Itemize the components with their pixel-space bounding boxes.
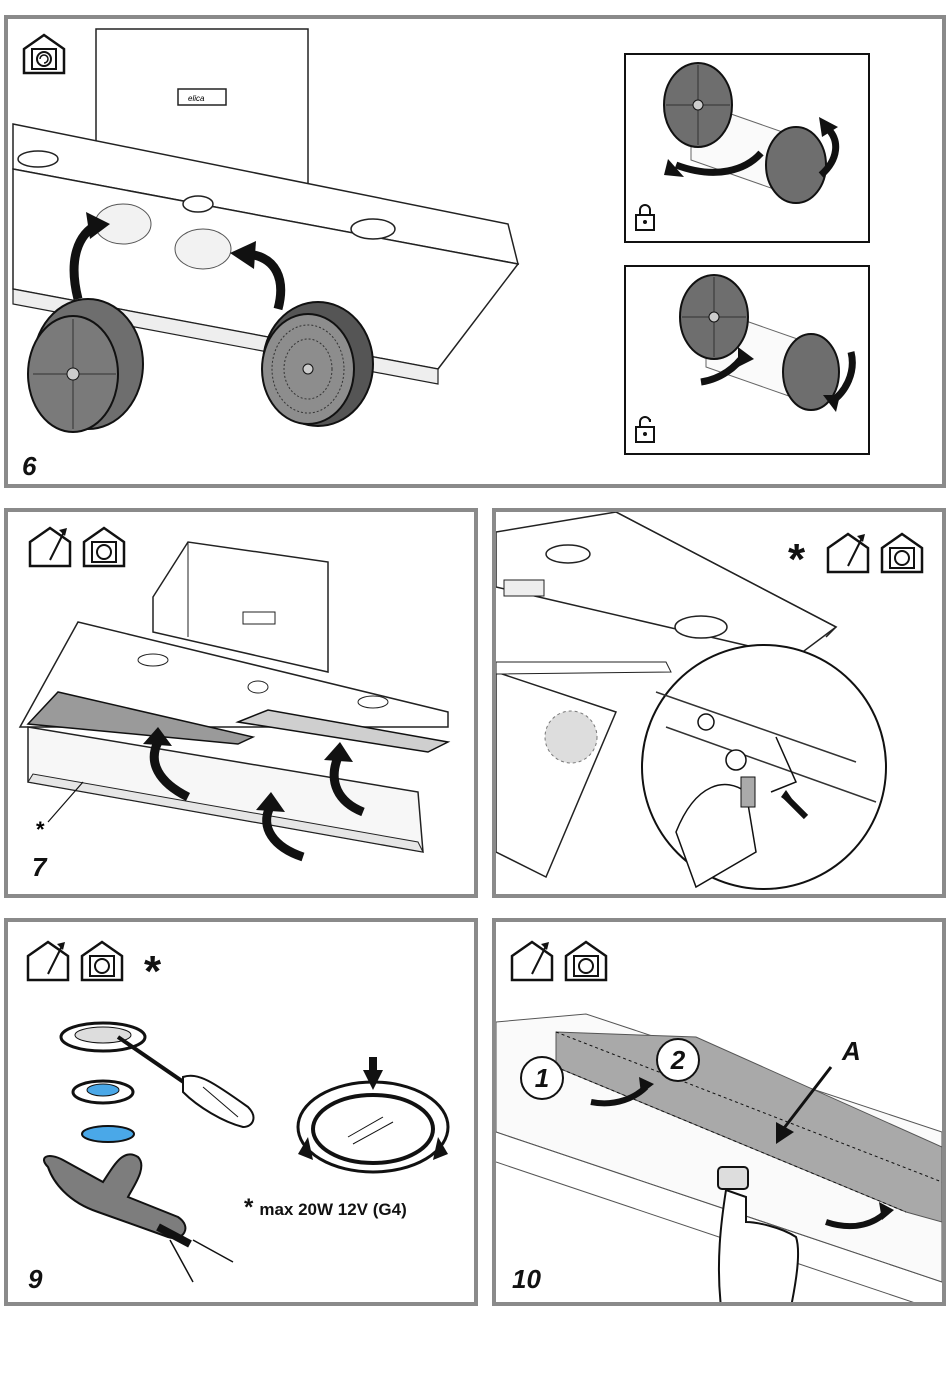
- note-asterisk: *: [244, 1194, 253, 1221]
- note-text: max 20W 12V (G4): [259, 1200, 406, 1219]
- step-9-illustration: [8, 922, 474, 1302]
- step-10-panel: A 1 2 10: [492, 918, 946, 1306]
- callout-2: 2: [656, 1038, 700, 1082]
- house-filter-icon: [82, 942, 122, 980]
- step-number: 6: [22, 451, 36, 482]
- house-chimney-icon: [30, 528, 70, 566]
- label-a: A: [842, 1036, 861, 1067]
- house-chimney-icon: [512, 942, 552, 980]
- filter-unlock-illustration: [626, 267, 868, 453]
- step-number: 9: [28, 1264, 42, 1295]
- step-10-illustration: [496, 922, 942, 1302]
- step-7-panel: * 7: [4, 508, 478, 898]
- carbon-filter-left: [28, 299, 143, 432]
- padlock-open-icon: [636, 417, 654, 442]
- svg-text:elica: elica: [188, 94, 205, 103]
- step-8-illustration: [496, 512, 942, 894]
- carbon-filter-right: [262, 302, 373, 426]
- house-filter-icon: [882, 534, 922, 572]
- step-8-panel: *: [492, 508, 946, 898]
- padlock-closed-icon: [636, 205, 654, 230]
- step-9-panel: * * max 20W 12V (G4) 9: [4, 918, 478, 1306]
- house-filter-icon: [24, 35, 64, 73]
- unlock-detail-box: [624, 265, 870, 455]
- house-chimney-icon: [828, 534, 868, 572]
- house-filter-icon: [84, 528, 124, 566]
- step-6-panel: elica: [4, 15, 946, 488]
- lamp-spec-note: * max 20W 12V (G4): [244, 1194, 407, 1222]
- house-chimney-icon: [28, 942, 68, 980]
- asterisk-mark: *: [788, 538, 805, 582]
- step-number: 10: [512, 1264, 541, 1295]
- house-filter-icon: [566, 942, 606, 980]
- step-7-illustration: *: [8, 512, 474, 894]
- asterisk-label: *: [36, 817, 45, 842]
- filter-lock-illustration: [626, 55, 868, 241]
- step-number: 7: [32, 852, 46, 883]
- lock-detail-box: [624, 53, 870, 243]
- asterisk-mark: *: [144, 950, 161, 994]
- callout-1: 1: [520, 1056, 564, 1100]
